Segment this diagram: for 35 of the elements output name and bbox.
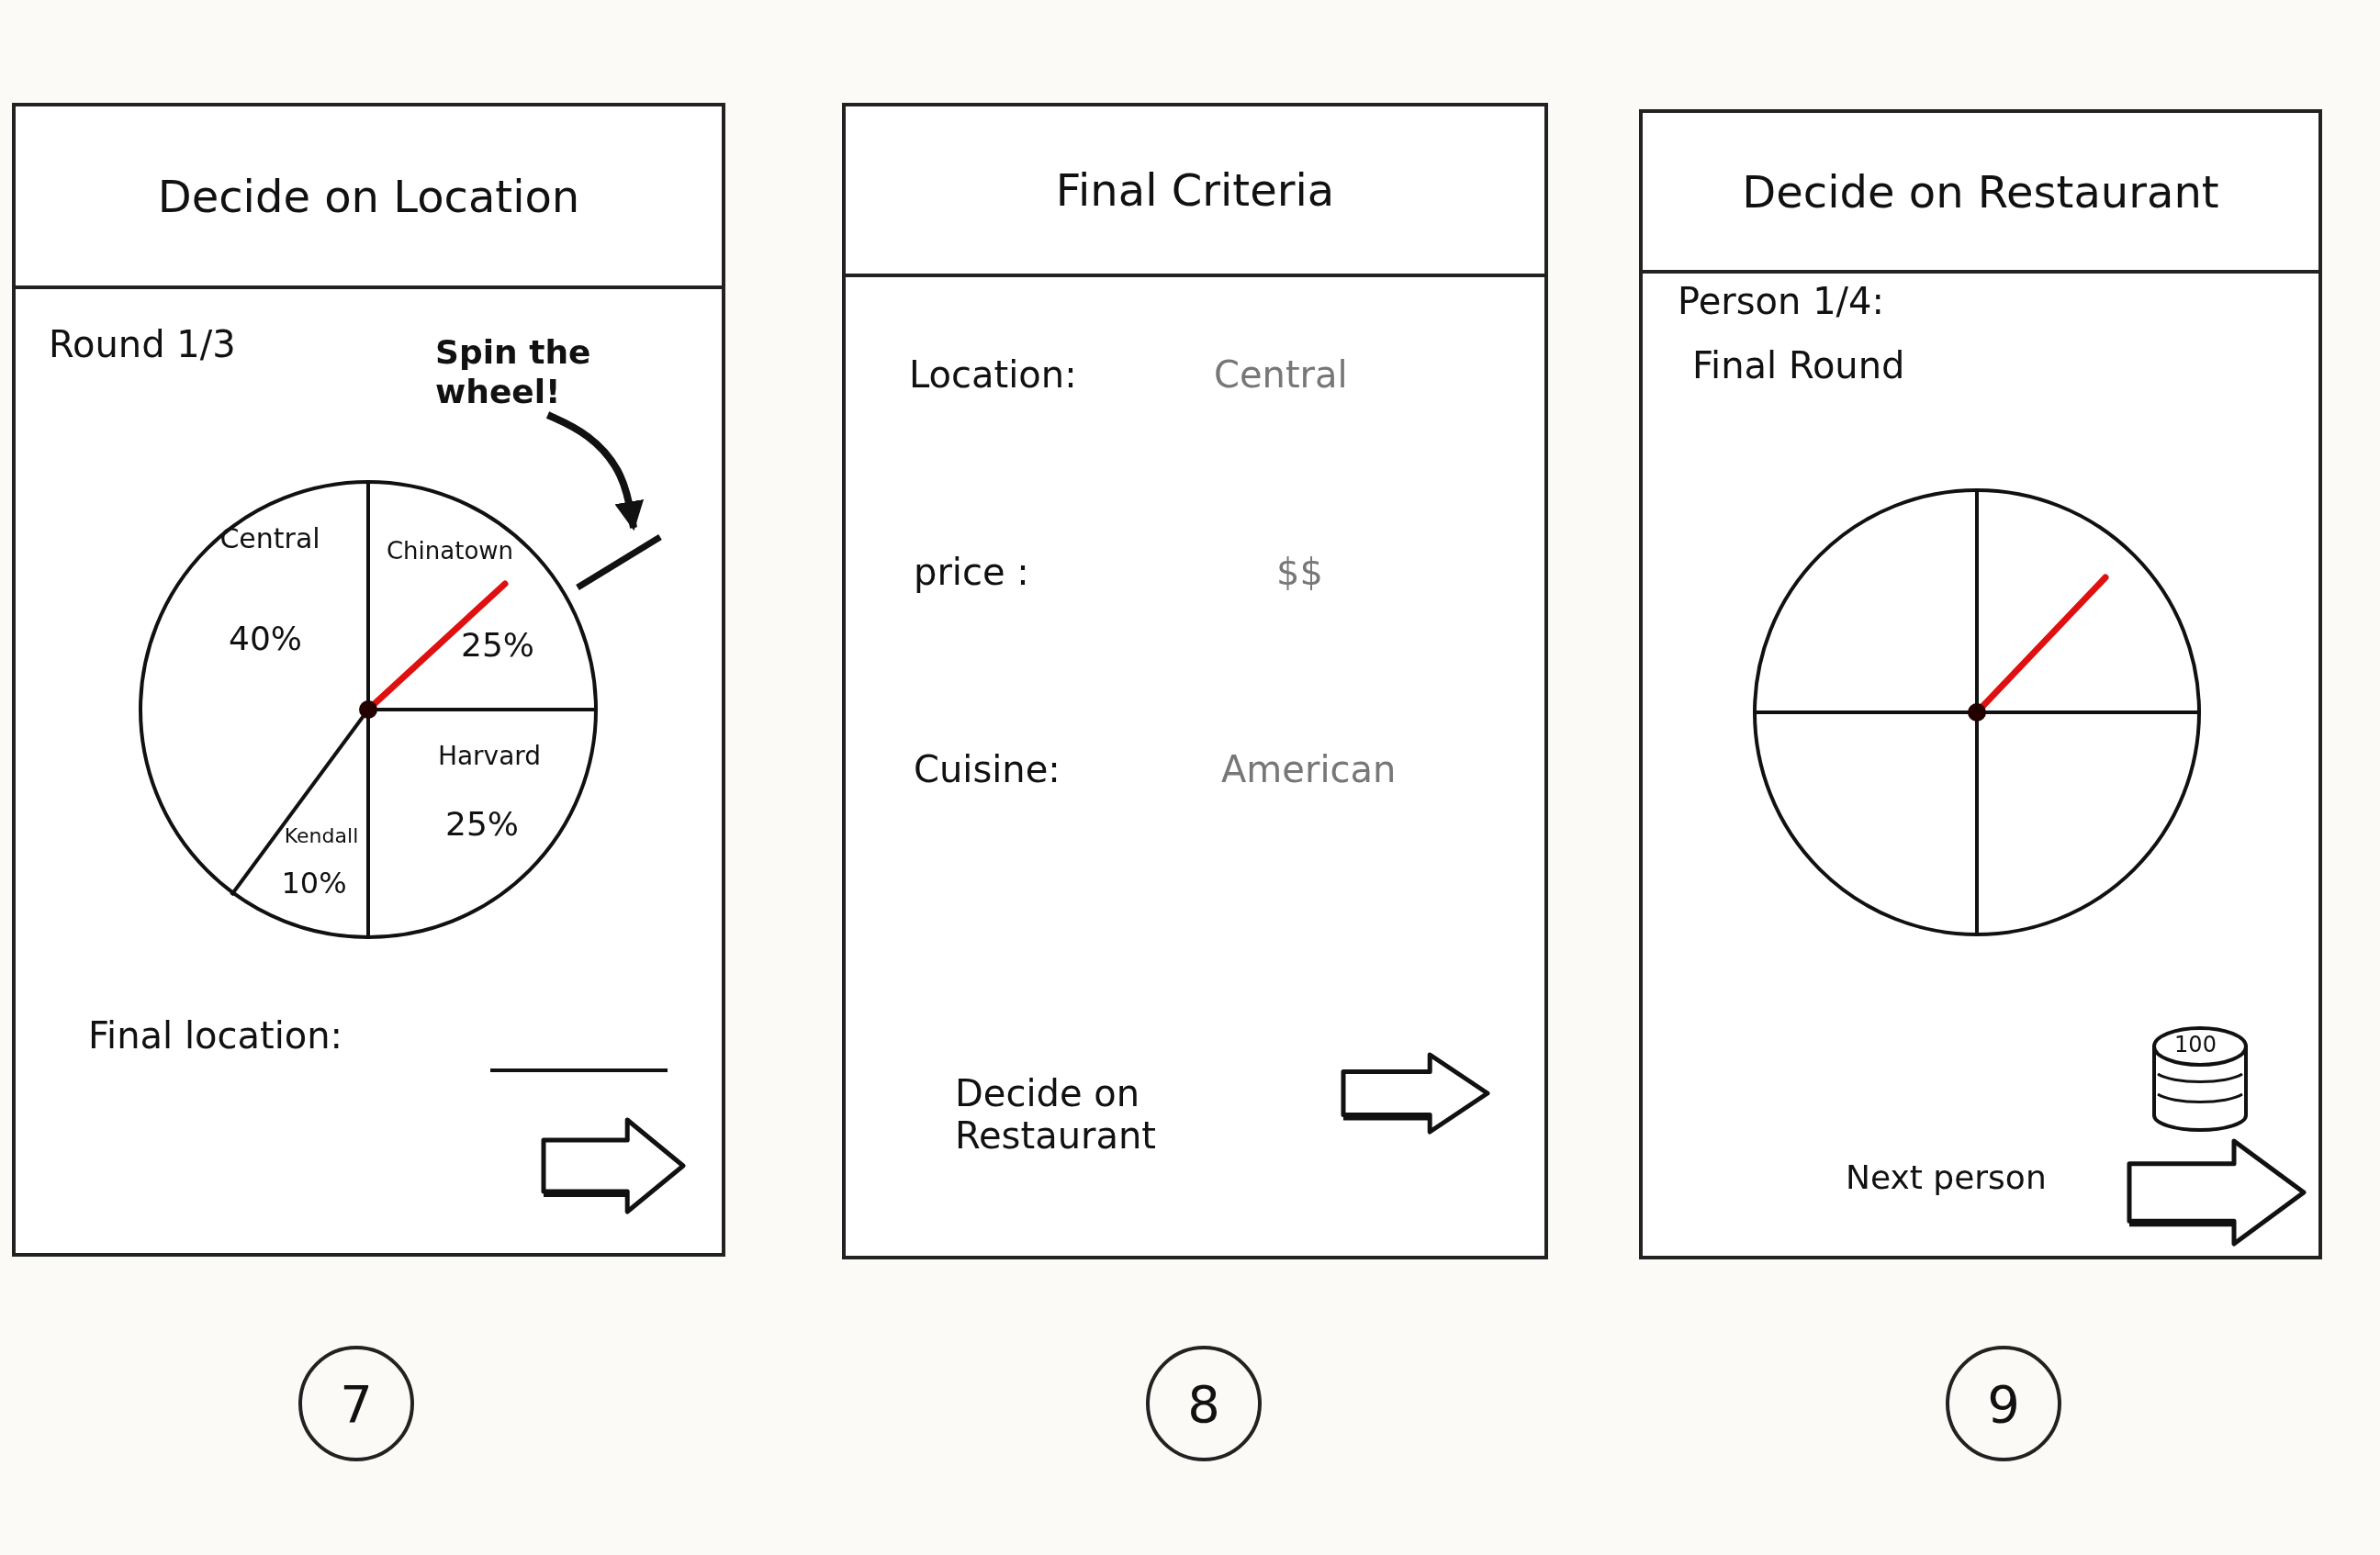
arrow [545,411,645,531]
slice-label: Central [219,521,320,554]
phone-screen [1639,109,2322,1259]
slice-label: Harvard [437,740,542,771]
step-number: 9 [1946,1346,2061,1461]
screen-text: Final Round [1692,344,1905,386]
slice-label: 25% [445,804,519,843]
screen-text: Person 1/4: [1678,280,1884,322]
coin-value: 100 [2173,1032,2217,1057]
slice-label: 25% [461,625,534,664]
value-text: Central [1214,353,1348,396]
screen-text: Location: [909,353,1077,396]
spinner-handle [573,531,665,592]
screen-title: Final Criteria [1055,164,1335,216]
spinner-wheel [138,479,599,940]
spinner-wheel [1752,487,2202,937]
screen-text: Cuisine: [914,748,1061,790]
button-caption: Next person [1846,1158,2047,1196]
value-text: American [1221,748,1397,790]
screen-text: price : [914,551,1029,593]
phone-screen [842,103,1548,1259]
value-text: $$ [1276,551,1323,593]
step-number: 7 [298,1346,414,1461]
slice-label: 10% [281,866,347,901]
slice-label: 40% [229,619,302,657]
screen-title: Decide on Restaurant [1742,165,2219,218]
callout-text: Spin the wheel! [435,332,646,417]
slice-label: Chinatown [386,537,514,565]
slice-label: Kendall [284,823,359,847]
phone-screen [12,103,725,1257]
screen-text: Round 1/3 [49,323,236,365]
screen-title: Decide on Location [157,170,580,222]
screen-text: Final location: [88,1014,343,1057]
step-number: 8 [1146,1346,1262,1461]
button-caption: Decide on Restaurant [955,1072,1157,1157]
